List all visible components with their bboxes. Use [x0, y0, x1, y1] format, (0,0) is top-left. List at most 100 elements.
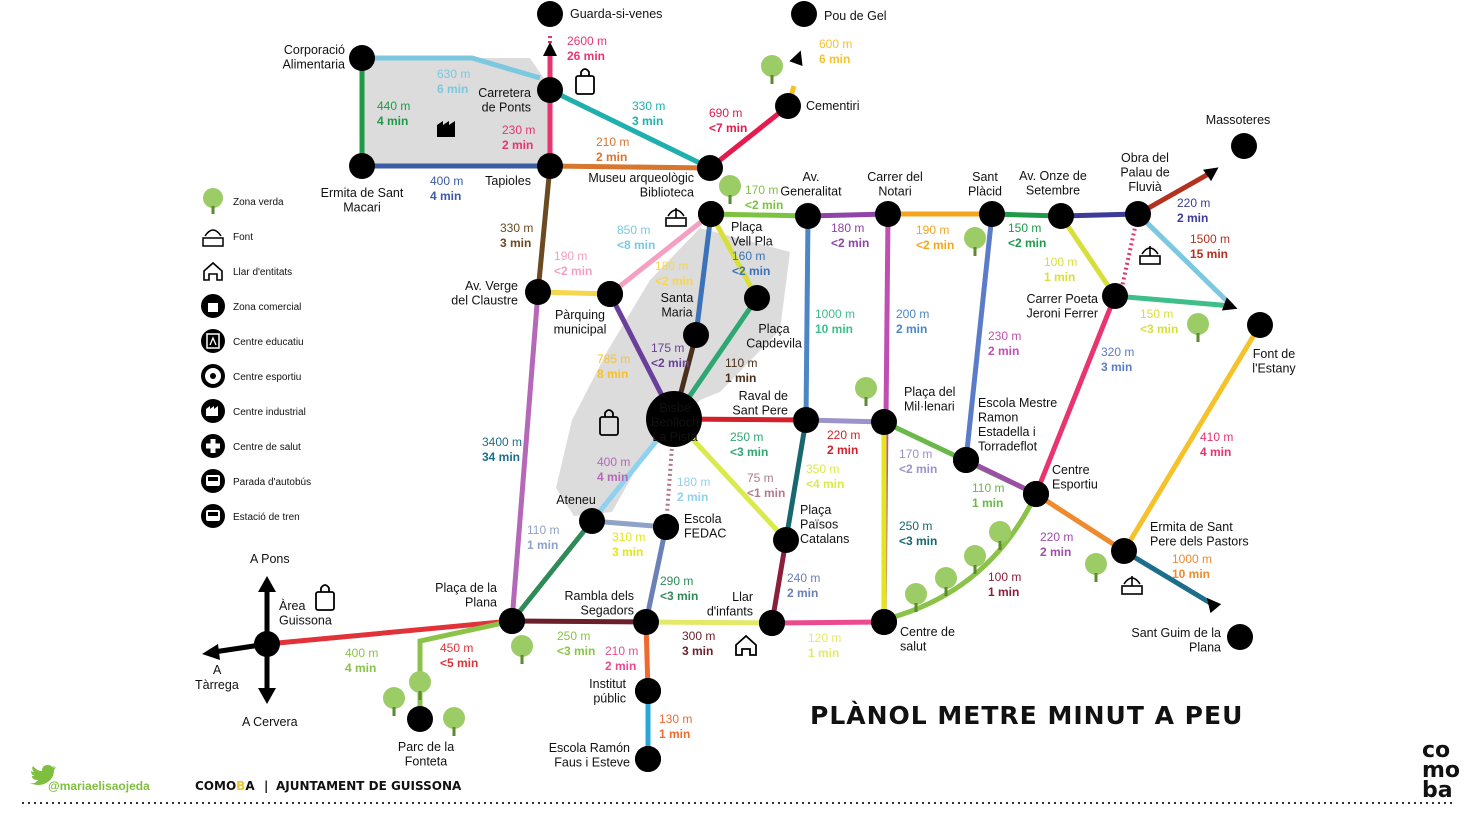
segment-distance: 180 m — [677, 475, 710, 489]
stop-vellpla[interactable] — [698, 201, 724, 227]
route-segment — [535, 165, 553, 293]
stop-fontestany[interactable] — [1247, 312, 1273, 338]
stop-ateneu[interactable] — [579, 508, 605, 534]
stop-pougel[interactable] — [791, 1, 817, 27]
route-segment — [608, 212, 713, 296]
segment-time: <3 min — [660, 589, 698, 603]
stop-area[interactable] — [254, 631, 280, 657]
segment-time: <3 min — [557, 644, 595, 658]
stop-obra[interactable] — [1125, 201, 1151, 227]
twitter-handle[interactable]: @mariaelisaojeda — [48, 779, 150, 793]
stop-institut[interactable] — [635, 678, 661, 704]
segment-distance: 300 m — [682, 629, 715, 643]
route-segment — [266, 618, 513, 647]
segment-distance: 290 m — [660, 574, 693, 588]
stop-fonteta[interactable] — [407, 706, 433, 732]
stop-plana[interactable] — [499, 608, 525, 634]
stop-corporacio[interactable] — [349, 45, 375, 71]
segment-time: 2 min — [787, 586, 818, 600]
stop-esportiu[interactable] — [1023, 481, 1049, 507]
segment-distance: 175 m — [651, 341, 684, 355]
segment-time: 4 min — [430, 189, 461, 203]
route-segment — [643, 526, 669, 623]
segment-time: 4 min — [377, 114, 408, 128]
stop-name: Obra del — [1121, 151, 1169, 165]
segment-time: 4 min — [1200, 445, 1231, 459]
stop-name: l'Estany — [1252, 362, 1296, 376]
stop-paisos[interactable] — [773, 527, 799, 553]
segment-distance: 210 m — [596, 135, 629, 149]
stop-cementiri[interactable] — [775, 93, 801, 119]
stop-massoteres[interactable] — [1231, 133, 1257, 159]
stop-carretera[interactable] — [537, 77, 563, 103]
stop-name: Plaça del — [904, 385, 955, 399]
segment-distance: 210 m — [605, 644, 638, 658]
segment-time: <3 min — [1140, 322, 1178, 336]
stop-ermitasp[interactable] — [1111, 538, 1137, 564]
route-segment — [509, 291, 541, 622]
segment-time: 10 min — [1172, 567, 1210, 581]
stop-salut[interactable] — [871, 609, 897, 635]
factory-icon — [437, 121, 455, 137]
stop-avgen[interactable] — [795, 203, 821, 229]
stop-santamaria[interactable] — [683, 322, 709, 348]
stop-poeta[interactable] — [1102, 283, 1128, 309]
tree-icon — [855, 377, 877, 406]
segment-distance: 440 m — [377, 99, 410, 113]
stop-onze[interactable] — [1048, 203, 1074, 229]
stop-name: Generalitat — [780, 185, 842, 199]
stop-name: Parc de la — [398, 740, 454, 754]
stop-escolaramon[interactable] — [635, 746, 661, 772]
segment-distance: 110 m — [725, 356, 757, 370]
segment-time: 1 min — [808, 646, 839, 660]
segment-time: 2 min — [896, 322, 927, 336]
legend-label: Font — [233, 232, 253, 243]
shopping-bag-icon — [315, 584, 335, 611]
stop-santguim[interactable] — [1227, 624, 1253, 650]
segment-distance: 250 m — [557, 629, 590, 643]
stop-notari[interactable] — [875, 201, 901, 227]
route-segment — [693, 213, 714, 336]
stop-bisbe[interactable] — [646, 391, 702, 447]
segment-distance: 330 m — [500, 221, 533, 235]
stop-tapioles[interactable] — [537, 153, 563, 179]
segment-time: 3 min — [1101, 360, 1132, 374]
stop-name: Mil·lenari — [904, 400, 955, 414]
brand-prefix: COMO — [195, 779, 236, 793]
stop-rambla[interactable] — [633, 609, 659, 635]
segment-distance: 220 m — [1040, 530, 1073, 544]
stop-escolamestre[interactable] — [953, 447, 979, 473]
segment-distance: 630 m — [437, 67, 470, 81]
stop-capdevila[interactable] — [744, 285, 770, 311]
stop-verge[interactable] — [525, 279, 551, 305]
stop-name: de Ponts — [482, 101, 531, 115]
stop-name: Plana — [1189, 641, 1221, 655]
stop-guarda[interactable] — [537, 1, 563, 27]
segment-distance: 190 m — [916, 223, 949, 237]
segment-distance: 200 m — [896, 307, 929, 321]
route-segment — [710, 211, 809, 219]
segment-distance: 230 m — [988, 329, 1021, 343]
segment-time: 34 min — [482, 450, 520, 464]
stop-name: Catalans — [800, 532, 849, 546]
stop-parquing[interactable] — [597, 281, 623, 307]
comoba-logo: co mo ba — [1422, 738, 1460, 803]
segment-distance: 2600 m — [567, 34, 607, 48]
stop-santplacid[interactable] — [979, 201, 1005, 227]
legend-label: Centre esportiu — [233, 372, 301, 383]
stop-raval[interactable] — [793, 407, 819, 433]
stop-ermitasm[interactable] — [349, 153, 375, 179]
stop-museu[interactable] — [697, 155, 723, 181]
stop-name: Ermita de Sant — [321, 186, 404, 200]
stop-name: del Claustre — [451, 294, 518, 308]
stop-millenari[interactable] — [871, 409, 897, 435]
stop-llar[interactable] — [759, 610, 785, 636]
twitter-icon[interactable] — [26, 765, 56, 785]
stop-name: Massoteres — [1206, 113, 1271, 127]
stop-fedac[interactable] — [653, 514, 679, 540]
segment-time: 3 min — [500, 236, 531, 250]
route-segment — [362, 55, 541, 81]
segment-time: 2 min — [1177, 211, 1208, 225]
route-segment — [807, 211, 889, 219]
